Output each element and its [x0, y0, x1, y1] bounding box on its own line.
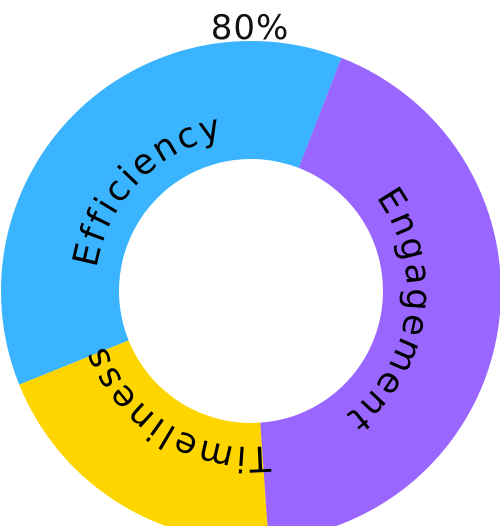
- slices-group: [0, 40, 500, 526]
- slice-efficiency: [0, 40, 342, 385]
- slice-timeliness: [19, 340, 268, 526]
- slice-engagement: [260, 57, 500, 526]
